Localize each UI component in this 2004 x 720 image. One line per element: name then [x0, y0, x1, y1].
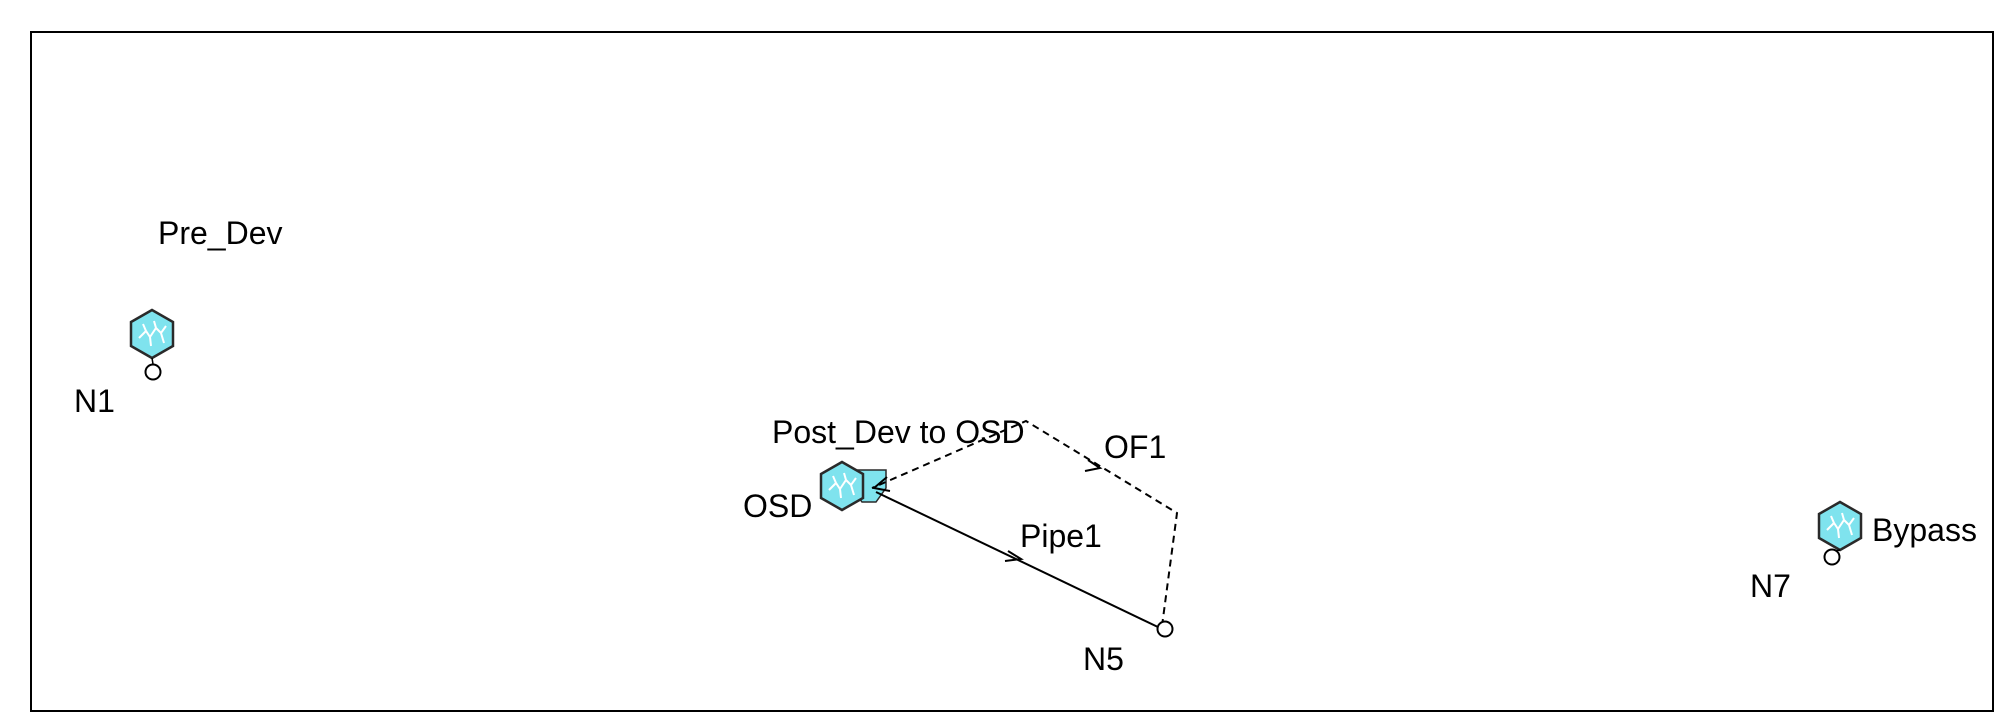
subcatchment-label-post-dev: Post_Dev to OSD: [772, 414, 1025, 450]
storage-label-osd: OSD: [743, 488, 812, 524]
subcatchment-label-pre-dev: Pre_Dev: [158, 215, 283, 251]
junction-label-n1: N1: [74, 383, 115, 419]
link-label-of1: OF1: [1104, 429, 1166, 465]
flow-direction-arrow-icon: [1004, 550, 1024, 562]
map-frame: [30, 31, 1994, 712]
link-label-pipe1: Pipe1: [1020, 518, 1102, 554]
subcatchment-label-bypass: Bypass: [1872, 512, 1977, 548]
subcatchment-icon: [819, 460, 865, 512]
subcatchment-icon: [1817, 500, 1863, 552]
subcatchment-pre-dev[interactable]: [129, 308, 175, 360]
conduit-pipe1[interactable]: [875, 491, 1161, 629]
subcatchment-icon: [129, 308, 175, 360]
junction-label-n5: N5: [1083, 641, 1124, 677]
flow-direction-arrow-icon: [871, 476, 891, 492]
subcatchment-post-dev[interactable]: [819, 460, 865, 512]
subcatchment-outlet-line: [151, 357, 154, 365]
link-of1-route[interactable]: [871, 419, 1179, 627]
junction-node-n5[interactable]: [1156, 620, 1174, 638]
junction-node-n7[interactable]: [1823, 548, 1841, 566]
junction-label-n7: N7: [1750, 568, 1791, 604]
subcatchment-bypass[interactable]: [1817, 500, 1863, 552]
junction-node-n1[interactable]: [144, 363, 162, 381]
flow-direction-arrow-icon: [1084, 459, 1103, 472]
